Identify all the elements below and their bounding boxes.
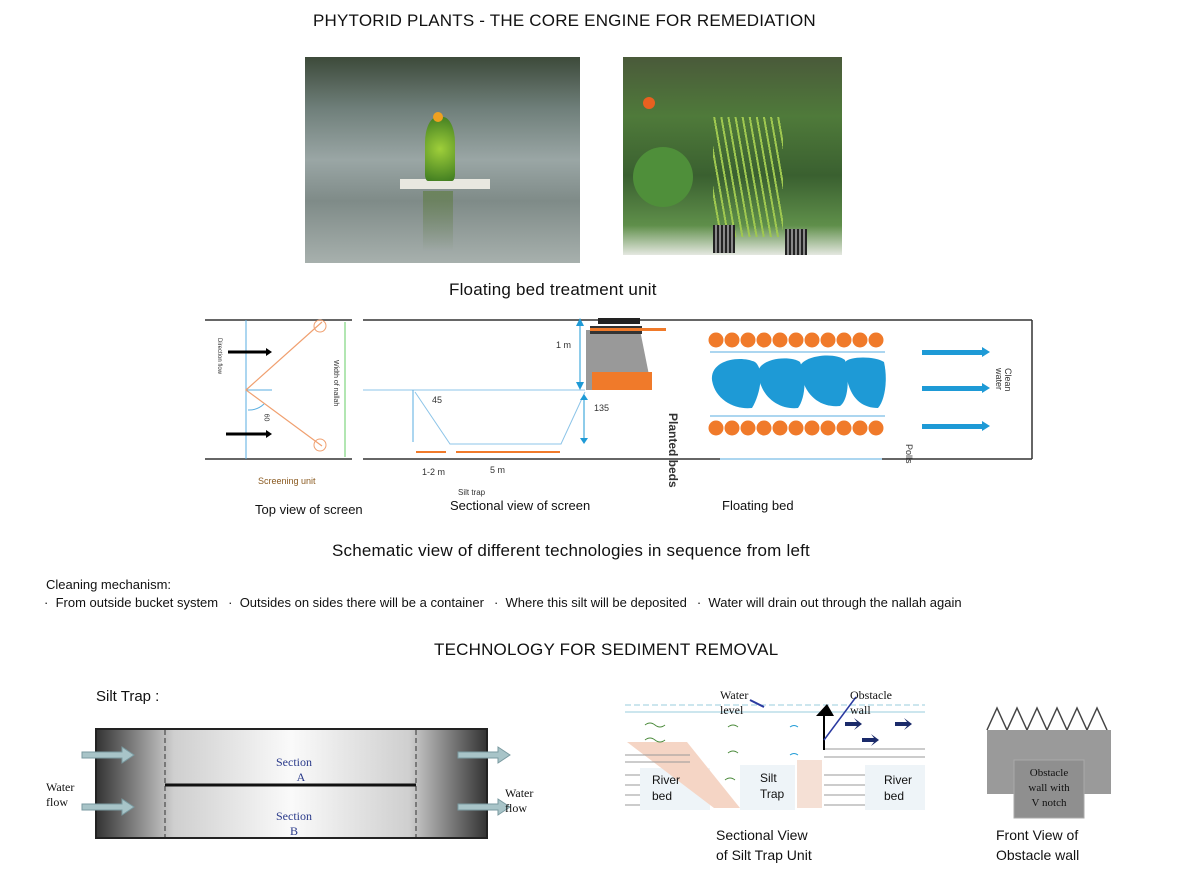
cleaning-item: · Where this silt will be deposited xyxy=(493,595,687,610)
cleaning-item: · Outsides on sides there will be a cont… xyxy=(228,595,484,610)
float-ball xyxy=(756,420,772,436)
float-ball xyxy=(852,420,868,436)
photo-floating-bed-pond xyxy=(305,57,580,263)
dimension-1-2m: 1-2 m xyxy=(422,467,446,477)
float-ball xyxy=(836,332,852,348)
floating-bed-drawing xyxy=(708,332,990,436)
front-view-drawing xyxy=(986,706,1111,819)
float-ball xyxy=(708,420,724,436)
angle-60-label: 60 xyxy=(262,413,270,422)
float-ball xyxy=(740,420,756,436)
cleaning-item: · Water will drain out through the nalla… xyxy=(696,595,962,610)
float-ball xyxy=(740,332,756,348)
photo-planted-bed xyxy=(623,57,842,255)
float-ball xyxy=(804,332,820,348)
floating-bed-caption: Floating bed xyxy=(722,498,794,513)
polls-label: Polls xyxy=(904,444,914,464)
sectional-view-drawing xyxy=(363,318,1033,460)
float-ball xyxy=(852,332,868,348)
flow-direction-label: Direction flow xyxy=(216,338,222,375)
float-ball xyxy=(820,420,836,436)
width-of-nallah-label: Width of nallah xyxy=(332,360,339,407)
float-ball xyxy=(724,420,740,436)
silt-trap-plan-drawing xyxy=(81,728,511,839)
schematic-caption: Schematic view of different technologies… xyxy=(332,541,810,560)
float-ball xyxy=(836,420,852,436)
angle-45: 45 xyxy=(432,395,443,405)
silt-trap-small-label: Silt trap xyxy=(458,488,486,497)
float-ball xyxy=(724,332,740,348)
top-view-caption: Top view of screen xyxy=(255,502,363,517)
float-ball xyxy=(772,420,788,436)
float-ball xyxy=(868,420,884,436)
float-ball xyxy=(772,332,788,348)
silt-trap-label: Silt Trap : xyxy=(96,688,160,705)
clean-water-label: Clean water xyxy=(994,368,1013,392)
silt-section-drawing xyxy=(625,696,925,810)
dimension-1m: 1 m xyxy=(556,340,572,350)
sediment-title: TECHNOLOGY FOR SEDIMENT REMOVAL xyxy=(434,640,779,659)
float-ball xyxy=(804,420,820,436)
top-view-drawing xyxy=(205,319,352,460)
float-ball xyxy=(820,332,836,348)
cleaning-item: · From outside bucket system xyxy=(44,595,219,610)
angle-135: 135 xyxy=(594,403,610,413)
cleaning-list: · From outside bucket system · Outsides … xyxy=(44,595,962,610)
planted-beds-label: Planted beds xyxy=(666,413,680,488)
page-title: PHYTORID PLANTS - THE CORE ENGINE FOR RE… xyxy=(313,11,816,30)
sectional-view-caption: Sectional view of screen xyxy=(450,498,591,513)
float-ball xyxy=(788,420,804,436)
cleaning-heading: Cleaning mechanism: xyxy=(46,577,172,592)
photo-caption: Floating bed treatment unit xyxy=(449,280,657,299)
float-ball xyxy=(708,332,724,348)
screening-unit-label: Screening unit xyxy=(258,476,316,486)
float-ball xyxy=(756,332,772,348)
float-ball xyxy=(788,332,804,348)
dimension-5m: 5 m xyxy=(490,465,506,475)
float-ball xyxy=(868,332,884,348)
